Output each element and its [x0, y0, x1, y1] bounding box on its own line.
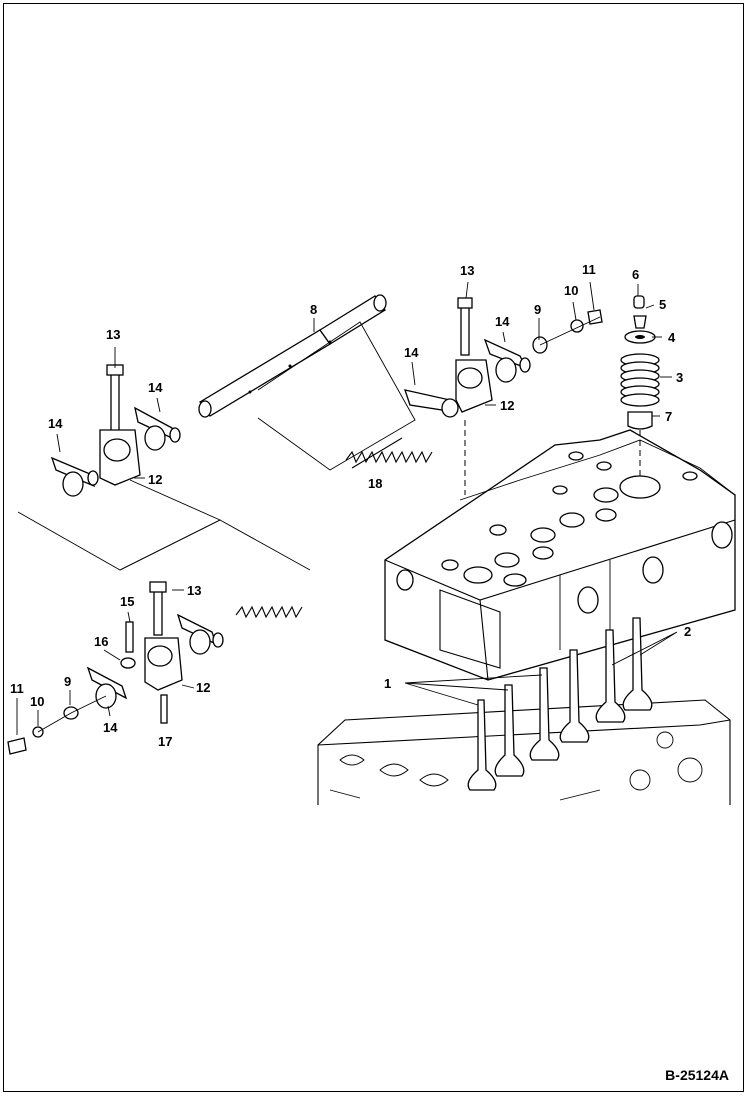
callout-11-lower: 11	[10, 681, 24, 696]
rocker-arm-group-left	[50, 364, 181, 497]
intake-valves	[467, 667, 560, 791]
callout-13-left: 13	[106, 327, 120, 342]
rocker-shaft-spring-upper	[345, 437, 433, 469]
rocker-shaft-spring-lower	[235, 605, 303, 619]
callout-14-right-a: 14	[404, 345, 419, 360]
figure-reference: B-25124A	[665, 1067, 729, 1083]
callout-10-upper: 10	[564, 283, 578, 298]
rocker-arm-group-right	[404, 297, 603, 418]
callout-10-lower: 10	[30, 694, 44, 709]
callout-1: 1	[384, 676, 391, 691]
callout-13-right: 13	[460, 263, 474, 278]
callout-4: 4	[668, 330, 676, 345]
callout-9-lower: 9	[64, 674, 71, 689]
callout-8: 8	[310, 302, 317, 317]
lower-datum-line	[119, 519, 311, 571]
callout-labels: 1 2 3 4 5 6 7 8 9 9 10 10 11 11 12 12 12…	[10, 262, 691, 749]
middle-datum-plane	[17, 479, 222, 571]
callout-leaders	[16, 281, 678, 735]
callout-14-right-b: 14	[495, 314, 510, 329]
callout-15: 15	[120, 594, 134, 609]
callout-14-left-b: 14	[48, 416, 63, 431]
rocker-shaft	[198, 294, 387, 418]
callout-13-lower: 13	[187, 583, 201, 598]
cylinder-head	[384, 429, 736, 681]
callout-12-left: 12	[148, 472, 162, 487]
callout-16: 16	[94, 634, 108, 649]
callout-17: 17	[158, 734, 172, 749]
callout-2: 2	[684, 624, 691, 639]
callout-6: 6	[632, 267, 639, 282]
callout-12-lower: 12	[196, 680, 210, 695]
callout-11-upper: 11	[582, 262, 596, 277]
callout-14-left-a: 14	[148, 380, 163, 395]
callout-5: 5	[659, 297, 666, 312]
exhaust-valves	[559, 617, 653, 743]
callout-7: 7	[665, 409, 672, 424]
valve-spring-stack	[620, 295, 660, 480]
upper-datum-plane	[257, 321, 416, 471]
callout-12-right: 12	[500, 398, 514, 413]
callout-18: 18	[368, 476, 382, 491]
callout-14-lower: 14	[103, 720, 118, 735]
callout-9-upper: 9	[534, 302, 541, 317]
diagram-frame	[3, 3, 744, 1092]
valve-spring	[620, 353, 660, 407]
callout-3: 3	[676, 370, 683, 385]
rocker-arm-group-lower	[7, 581, 303, 755]
cylinder-block	[317, 699, 731, 805]
